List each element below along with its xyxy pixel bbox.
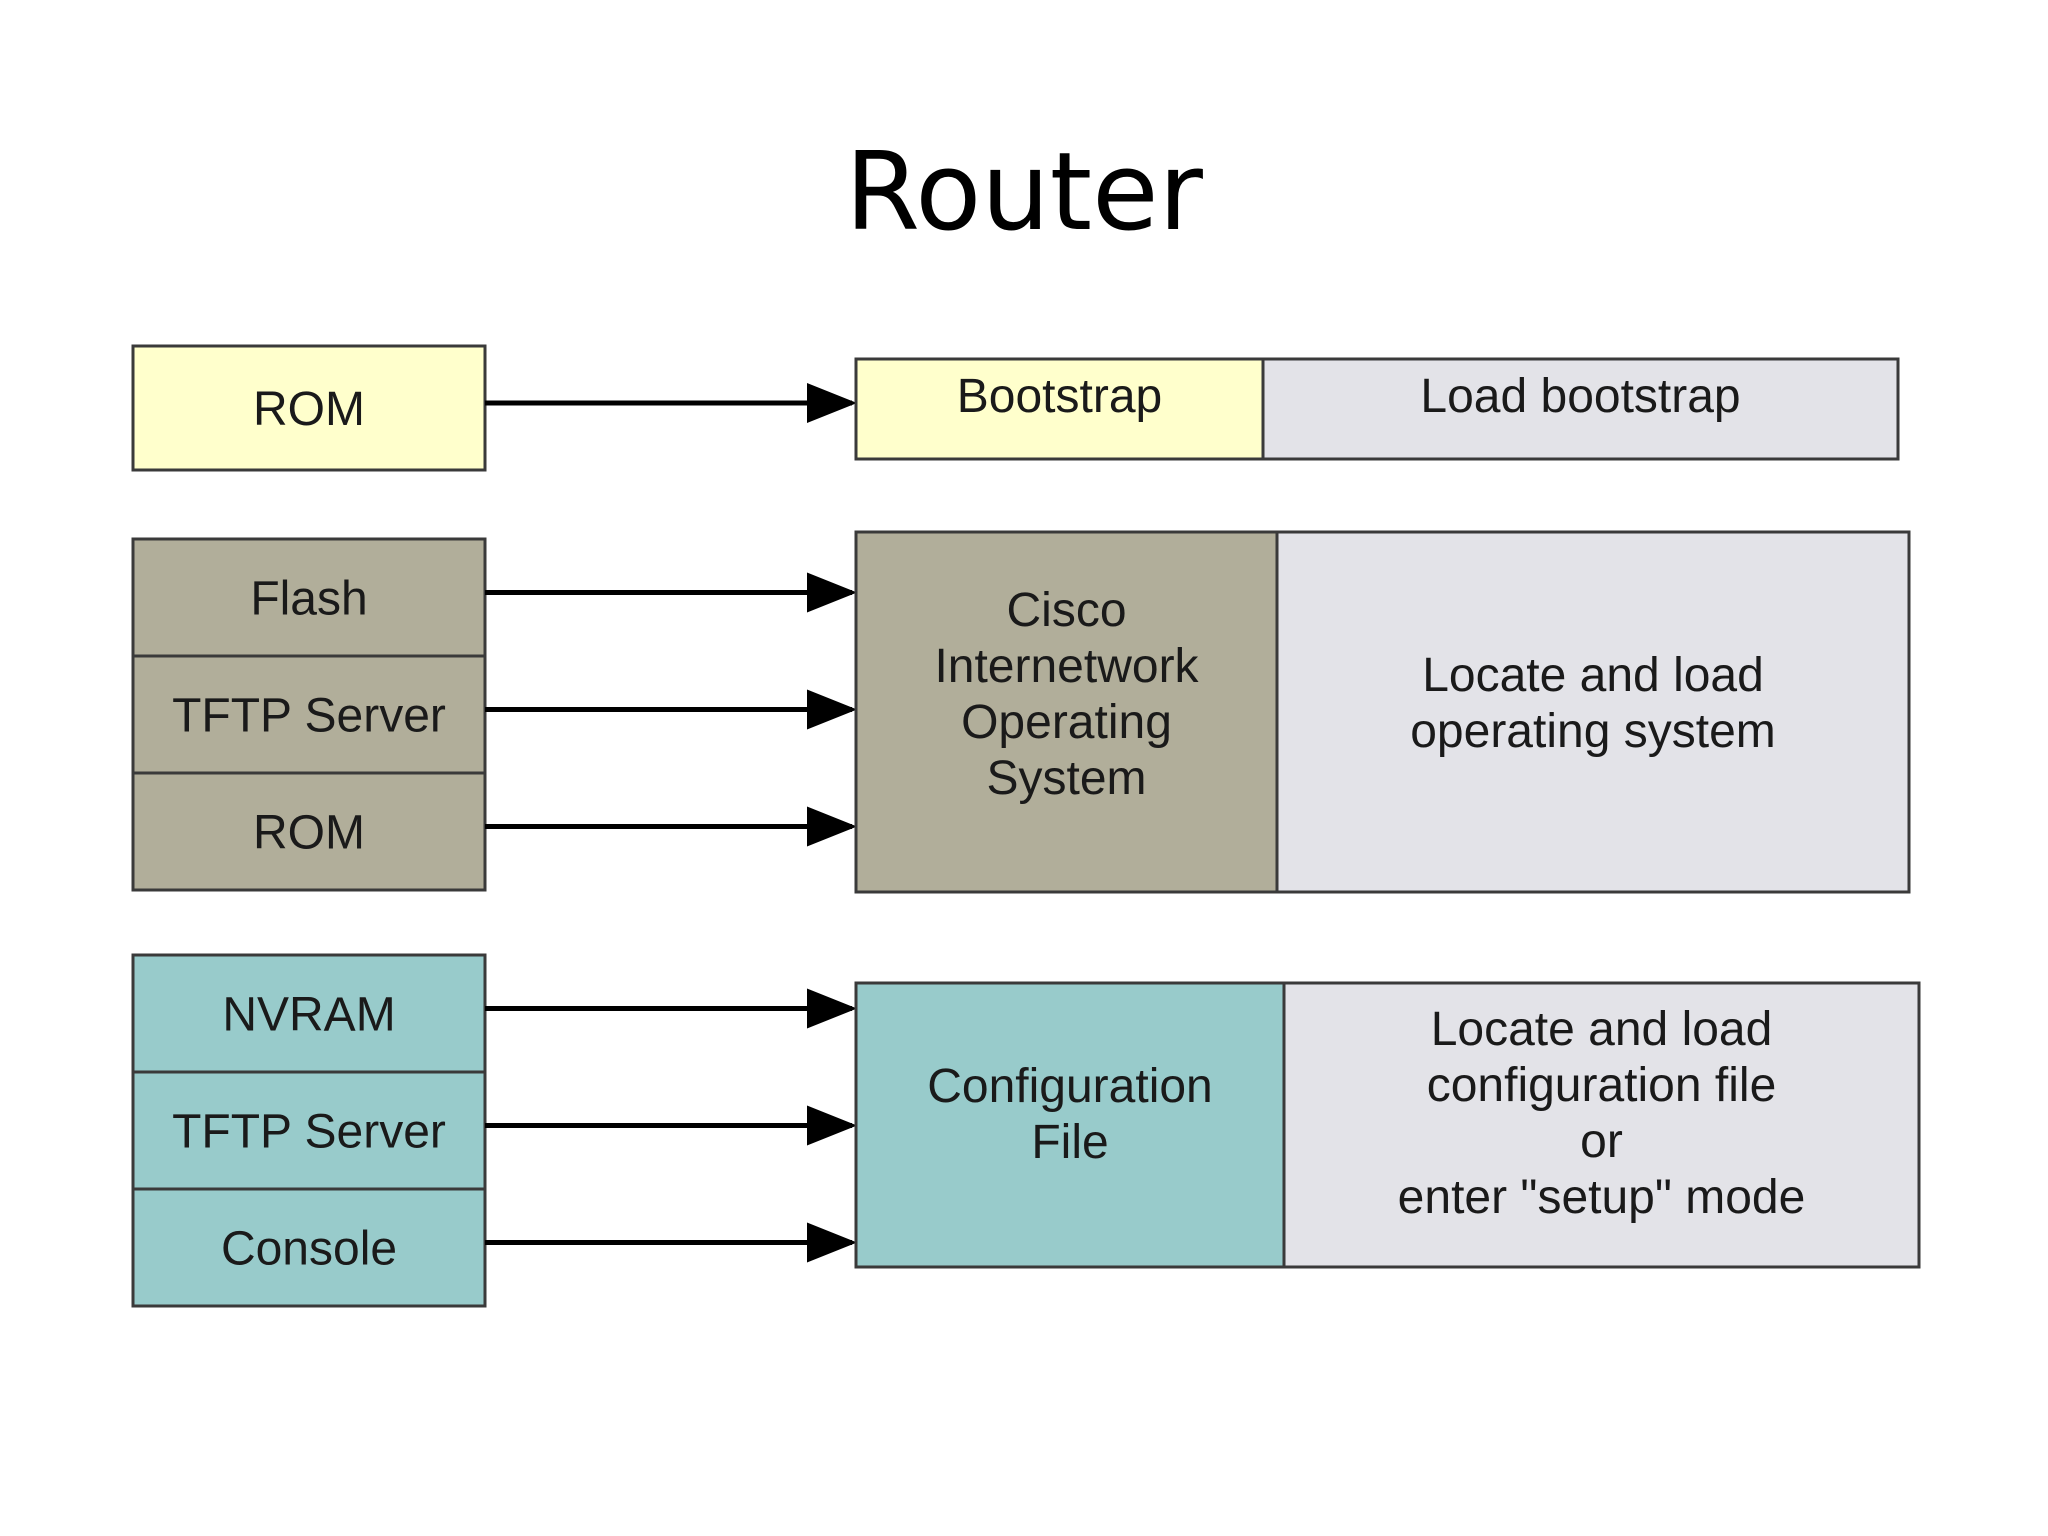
action-box-bootstrap <box>1261 357 1900 461</box>
action-label-config-line-3: or <box>1580 1115 1623 1168</box>
stage-box-config <box>854 981 1286 1269</box>
source-label-os-3: ROM <box>253 807 365 860</box>
action-label-os-line-1: Locate and load <box>1422 649 1764 702</box>
action-label-config-line-4: enter "setup" mode <box>1398 1171 1806 1224</box>
source-label-config-2: TFTP Server <box>172 1106 446 1159</box>
source-box-os-3 <box>131 771 487 892</box>
stage-label-os-line-3: Operating <box>961 696 1172 749</box>
action-label-config-line-1: Locate and load <box>1431 1003 1773 1056</box>
action-box-config <box>1282 981 1921 1269</box>
stage-box-bootstrap <box>854 357 1265 461</box>
action-label-bootstrap-line-1: Load bootstrap <box>1420 370 1740 423</box>
source-label-bootstrap-1: ROM <box>253 383 365 436</box>
stage-label-os-line-4: System <box>986 752 1146 805</box>
stage-label-bootstrap-line-1: Bootstrap <box>957 370 1162 423</box>
stage-label-os-line-1: Cisco <box>1006 584 1126 637</box>
source-box-config-2 <box>131 1070 487 1191</box>
source-box-bootstrap-1 <box>131 344 487 472</box>
action-box-os <box>1275 530 1911 894</box>
action-label-os-line-2: operating system <box>1410 705 1776 758</box>
slide-title: Router <box>845 130 1203 255</box>
stage-label-os-line-2: Internetwork <box>934 640 1199 693</box>
source-box-config-3 <box>131 1187 487 1308</box>
source-label-os-1: Flash <box>250 573 367 626</box>
action-label-config-line-2: configuration file <box>1427 1059 1777 1112</box>
source-box-os-2 <box>131 654 487 775</box>
source-label-config-1: NVRAM <box>222 989 395 1042</box>
stage-box-os <box>854 530 1279 894</box>
stage-label-config-line-1: Configuration <box>927 1060 1213 1113</box>
source-label-os-2: TFTP Server <box>172 690 446 743</box>
stage-label-config-line-2: File <box>1031 1116 1108 1169</box>
source-label-config-3: Console <box>221 1223 397 1276</box>
source-box-os-1 <box>131 537 487 658</box>
